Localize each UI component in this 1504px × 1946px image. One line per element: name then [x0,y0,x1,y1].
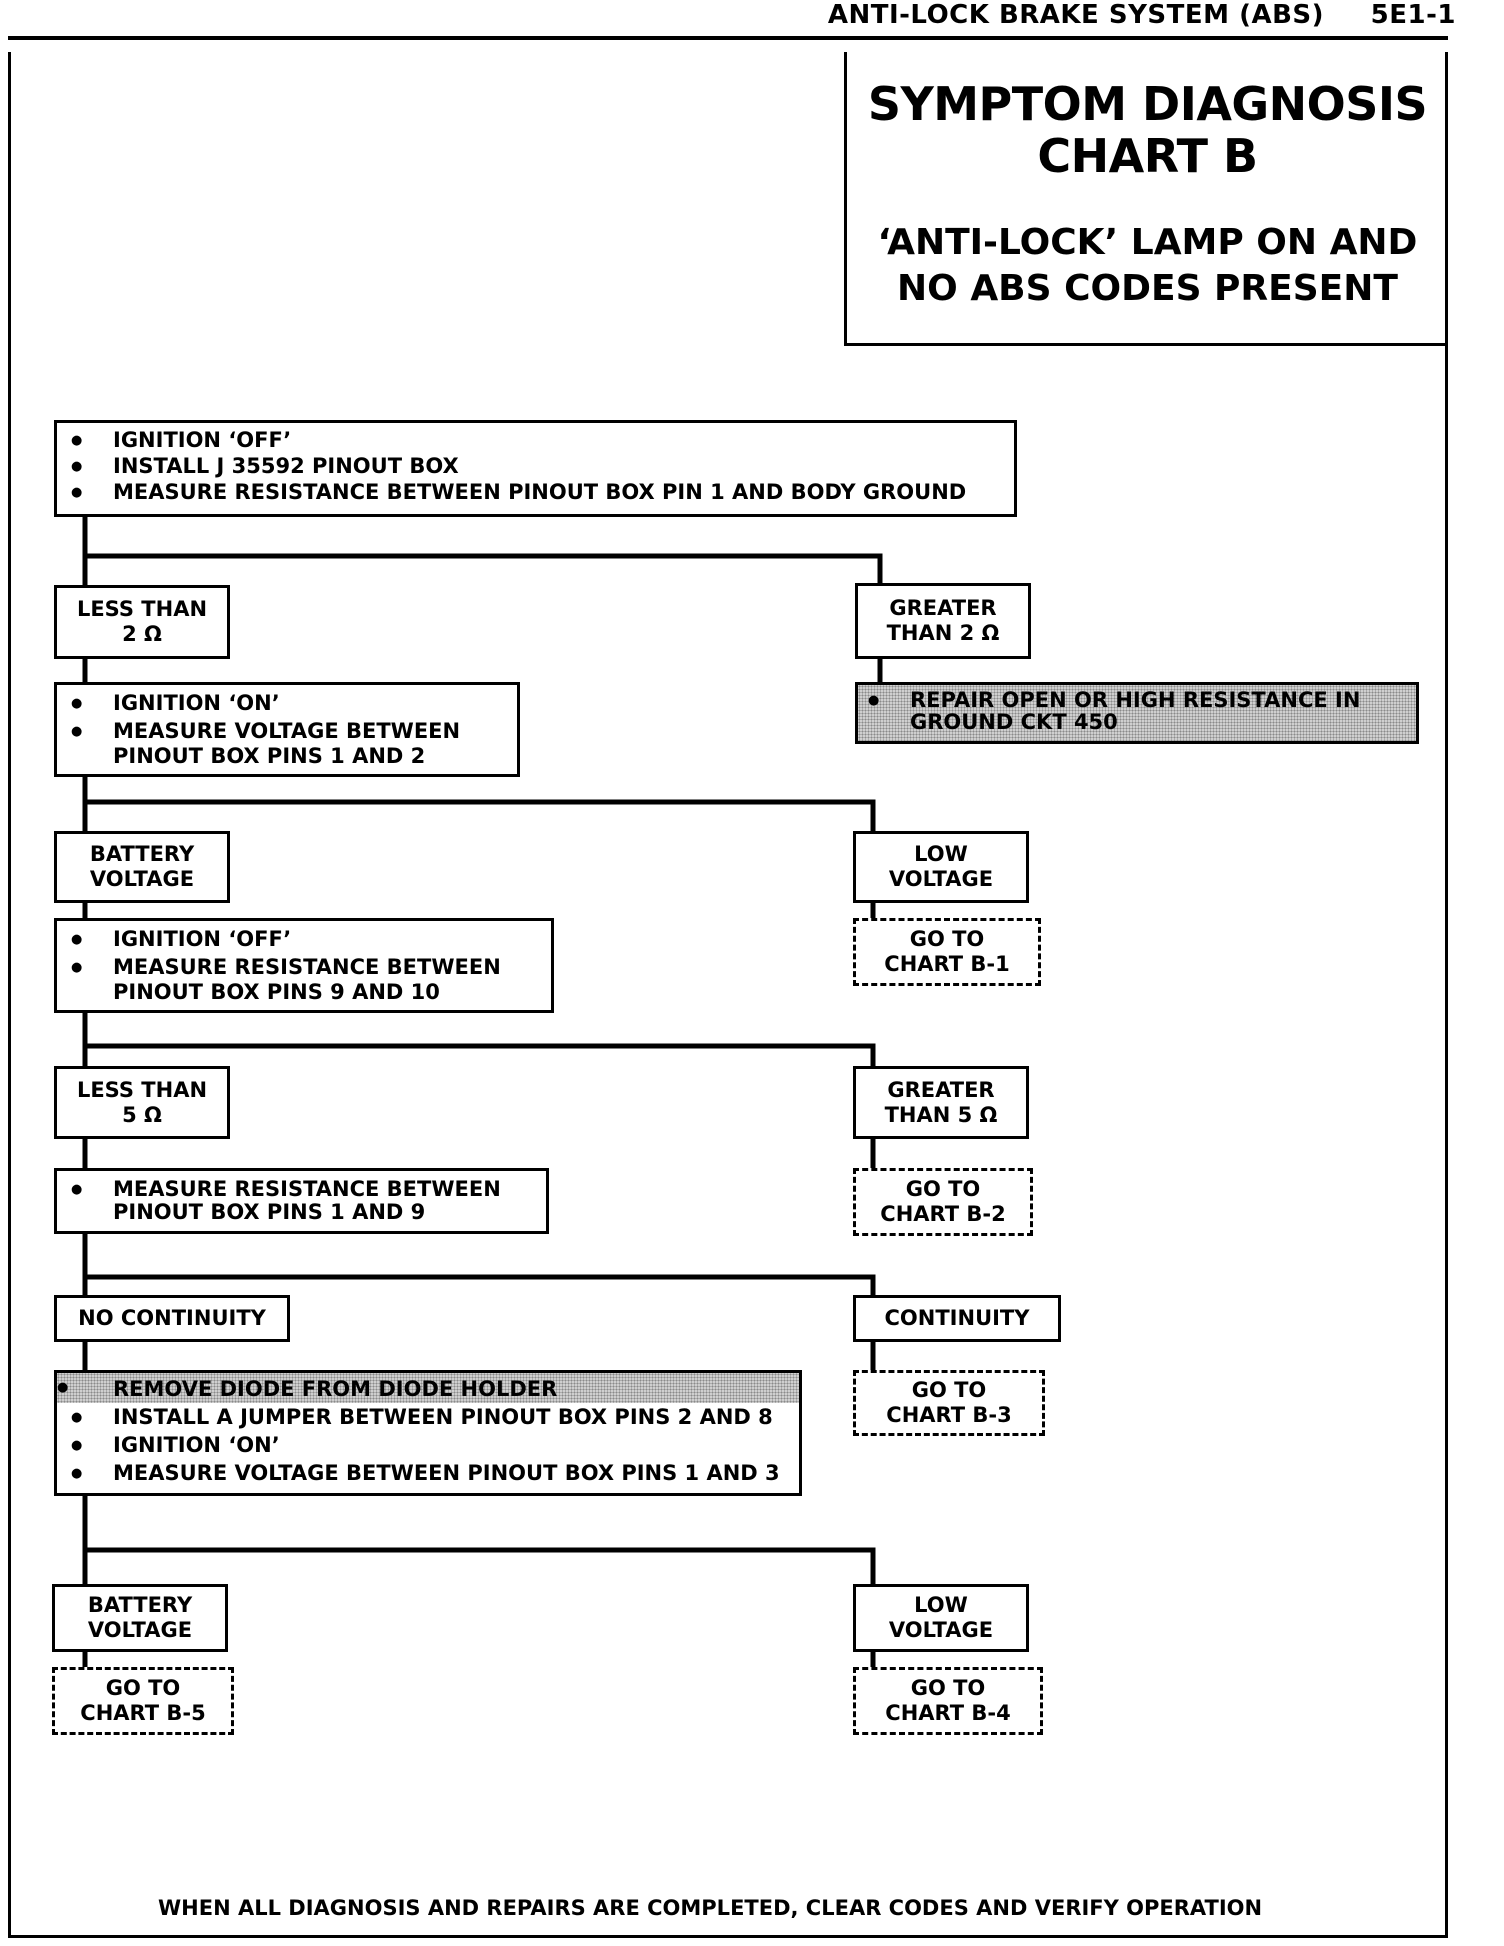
result1-left-line2: 2 Ω [122,622,162,646]
result5-right-line2: VOLTAGE [888,1618,994,1642]
step1-list: IGNITION ‘OFF’ INSTALL J 35592 PINOUT BO… [57,423,1014,509]
goto-b5-line2: CHART B-5 [80,1701,206,1725]
page-header-title: ANTI-LOCK BRAKE SYSTEM (ABS) [827,0,1324,30]
result2-left-line2: VOLTAGE [89,867,195,891]
result5-left-line2: VOLTAGE [87,1618,193,1642]
result2-left-line1: BATTERY [89,842,195,866]
connector-step5 [82,1493,876,1587]
step4-item-cont: PINOUT BOX PINS 1 AND 9 [113,1200,426,1224]
step2-item: MEASURE VOLTAGE BETWEEN [71,717,507,746]
title-box: SYMPTOM DIAGNOSIS CHART B ‘ANTI-LOCK’ LA… [844,52,1448,346]
result4-right-label: CONTINUITY [884,1306,1030,1330]
page-number: 5E1-1 [1370,0,1456,30]
repair1-item-cont: GROUND CKT 450 [910,710,1118,734]
result4-left-label: NO CONTINUITY [78,1306,266,1330]
chart-title-line1: SYMPTOM DIAGNOSIS [867,77,1428,131]
result5-right-line1: LOW [914,1593,968,1617]
goto-b2-line2: CHART B-2 [880,1202,1006,1226]
connector-step1 [82,514,883,586]
goto-chart-b1[interactable]: GO TO CHART B-1 [853,918,1041,986]
step3-item-cont: PINOUT BOX PINS 9 AND 10 [113,980,440,1004]
step4-item: MEASURE RESISTANCE BETWEEN [71,1177,536,1202]
step1-item: INSTALL J 35592 PINOUT BOX [71,453,1004,480]
repair1-item: REPAIR OPEN OR HIGH RESISTANCE IN [868,689,1406,712]
chart-title: SYMPTOM DIAGNOSIS CHART B [847,78,1448,182]
result5-right-box: LOW VOLTAGE [853,1584,1029,1652]
connector-step3 [82,1010,876,1069]
result3-left-line1: LESS THAN [76,1077,208,1102]
goto-b1-line1: GO TO [909,927,985,951]
result1-left-line1: LESS THAN [76,597,208,621]
chart-subtitle: ‘ANTI-LOCK’ LAMP ON AND NO ABS CODES PRE… [847,220,1448,312]
step3-box: IGNITION ‘OFF’ MEASURE RESISTANCE BETWEE… [54,918,554,1013]
result2-right-line1: LOW [914,842,968,866]
goto-chart-b3[interactable]: GO TO CHART B-3 [853,1370,1045,1436]
goto-b3-line2: CHART B-3 [886,1403,1012,1427]
connector-step4 [82,1231,876,1298]
step5-list: REMOVE DIODE FROM DIODE HOLDER INSTALL A… [57,1373,799,1488]
goto-chart-b2[interactable]: GO TO CHART B-2 [853,1168,1033,1236]
chart-frame [8,52,1448,1938]
repair1-box: REPAIR OPEN OR HIGH RESISTANCE IN GROUND… [855,682,1419,744]
step3-item: MEASURE RESISTANCE BETWEEN [71,953,541,982]
step5-item-shaded: REMOVE DIODE FROM DIODE HOLDER [57,1373,799,1403]
result1-left-box: LESS THAN 2 Ω [54,585,230,659]
chart-subtitle-line1: ‘ANTI-LOCK’ LAMP ON AND [877,222,1418,263]
step5-box: REMOVE DIODE FROM DIODE HOLDER INSTALL A… [54,1370,802,1496]
result2-right-line2: VOLTAGE [888,867,994,891]
step5-item: IGNITION ‘ON’ [71,1431,799,1460]
goto-b4-line1: GO TO [910,1676,986,1700]
goto-b2-line1: GO TO [905,1177,981,1201]
chart-title-line2: CHART B [1037,129,1258,183]
result5-left-line1: BATTERY [87,1593,193,1617]
step3-list: IGNITION ‘OFF’ MEASURE RESISTANCE BETWEE… [57,921,551,1007]
result2-right-box: LOW VOLTAGE [853,831,1029,903]
step1-box: IGNITION ‘OFF’ INSTALL J 35592 PINOUT BO… [54,420,1017,517]
result4-left-box: NO CONTINUITY [54,1295,290,1342]
step1-item: IGNITION ‘OFF’ [71,427,1004,454]
step4-box: MEASURE RESISTANCE BETWEEN PINOUT BOX PI… [54,1168,549,1234]
header-rule [8,36,1448,40]
goto-b4-line2: CHART B-4 [885,1701,1011,1725]
result2-left-box: BATTERY VOLTAGE [54,831,230,903]
goto-b3-line1: GO TO [911,1378,987,1402]
step2-box: IGNITION ‘ON’ MEASURE VOLTAGE BETWEEN PI… [54,682,520,777]
step5-item: INSTALL A JUMPER BETWEEN PINOUT BOX PINS… [71,1403,799,1432]
goto-b1-line2: CHART B-1 [884,952,1010,976]
result3-right-box: GREATER THAN 5 Ω [853,1066,1029,1139]
result1-right-line1: GREATER [889,596,997,620]
step2-item: IGNITION ‘ON’ [71,689,507,718]
goto-b5-line1: GO TO [105,1676,181,1700]
step4-list: MEASURE RESISTANCE BETWEEN PINOUT BOX PI… [57,1171,546,1227]
footer-note: WHEN ALL DIAGNOSIS AND REPAIRS ARE COMPL… [158,1896,1263,1920]
result1-right-box: GREATER THAN 2 Ω [855,583,1031,659]
result4-right-box: CONTINUITY [853,1295,1061,1342]
goto-chart-b5[interactable]: GO TO CHART B-5 [52,1667,234,1735]
repair1-list: REPAIR OPEN OR HIGH RESISTANCE IN GROUND… [858,685,1416,737]
step3-item: IGNITION ‘OFF’ [71,925,541,954]
step1-item: MEASURE RESISTANCE BETWEEN PINOUT BOX PI… [71,479,1004,506]
chart-subtitle-line2: NO ABS CODES PRESENT [897,268,1398,309]
step5-item: MEASURE VOLTAGE BETWEEN PINOUT BOX PINS … [71,1459,799,1488]
result3-right-line2: THAN 5 Ω [884,1102,998,1127]
step2-list: IGNITION ‘ON’ MEASURE VOLTAGE BETWEEN PI… [57,685,517,771]
result5-left-box: BATTERY VOLTAGE [52,1584,228,1652]
step2-item-cont: PINOUT BOX PINS 1 AND 2 [113,744,426,768]
result3-right-line1: GREATER [887,1077,995,1102]
goto-chart-b4[interactable]: GO TO CHART B-4 [853,1667,1043,1735]
result1-right-line2: THAN 2 Ω [886,621,1000,645]
result3-left-box: LESS THAN 5 Ω [54,1066,230,1139]
result3-left-line2: 5 Ω [122,1102,162,1127]
connector-step2 [82,774,876,834]
